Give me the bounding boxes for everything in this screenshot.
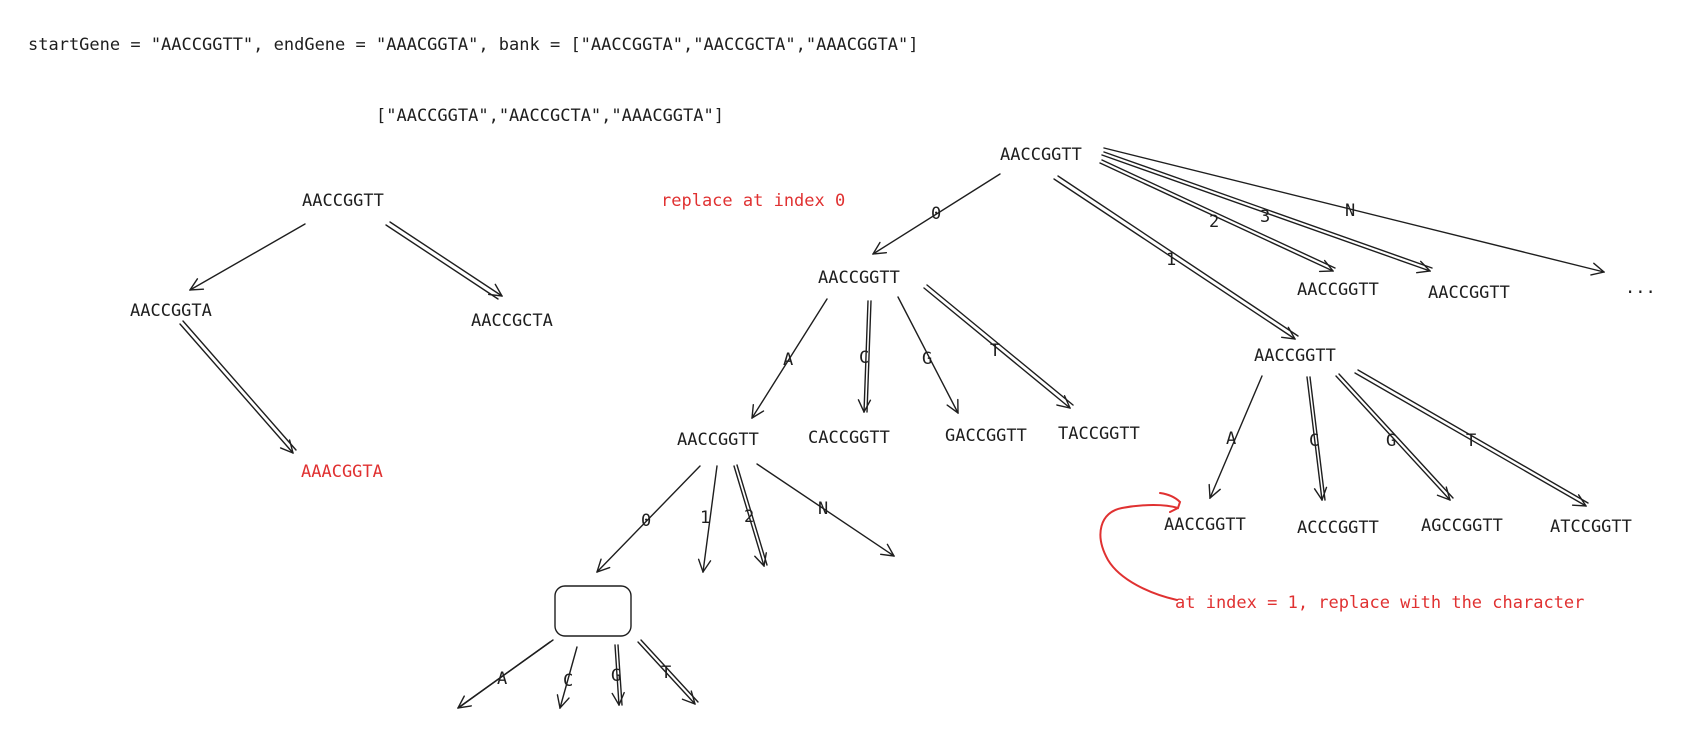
edge-index-1 (1053, 178, 1295, 339)
index-3-node: AACCGGTT (1428, 283, 1510, 303)
index-2-node: AACCGGTT (1297, 280, 1379, 300)
replace-note: replace at index 0 (661, 191, 845, 211)
box-edge-g-double (617, 644, 623, 706)
index-1-node: AACCGGTT (1254, 346, 1336, 366)
idx0-edge-t (923, 287, 1070, 408)
box-label-g: G (611, 666, 621, 686)
idx1-edge-c-double (1309, 376, 1326, 501)
idx0-label-g: G (922, 349, 932, 369)
idx0-child-t-node: TACCGGTT (1058, 424, 1140, 444)
idx1-child-t-node: ATCCGGTT (1550, 517, 1632, 537)
deep-label-1: 1 (700, 508, 710, 528)
idx1-edge-g (1335, 375, 1450, 500)
left-tree: AACCGGTT AACCGGTA AACCGCTA AAACGGTA (130, 191, 553, 482)
box-edge-t-double (640, 639, 699, 703)
left-edge-to-goal-double (182, 320, 297, 451)
problem-statement: startGene = "AACCGGTT", endGene = "AAACG… (28, 35, 918, 55)
box-edge-c (560, 646, 578, 708)
idx1-edge-g-double (1338, 373, 1454, 499)
empty-node-box (554, 585, 632, 637)
index-note: at index = 1, replace with the character (1175, 593, 1584, 613)
idx1-child-a-node: AACCGGTT (1164, 515, 1246, 535)
box-label-c: C (563, 671, 573, 691)
deep-edge-0 (597, 465, 701, 572)
deep-edge-2 (733, 465, 764, 566)
edge-index-3 (1101, 154, 1430, 271)
left-edge-to-goal (179, 323, 293, 453)
left-edge-to-child-a (190, 223, 306, 290)
index-0-node: AACCGGTT (818, 268, 900, 288)
left-edge-to-child-b (389, 221, 502, 296)
deep-label-n: N (818, 499, 828, 519)
deep-edge-n (756, 463, 894, 556)
edge-index-2 (1099, 162, 1333, 271)
edge-index-1-double (1057, 175, 1299, 337)
idx0-edge-c (864, 300, 868, 412)
box-edge-a-double (460, 639, 554, 707)
deep-edge-1 (703, 465, 718, 572)
edge-label-0: 0 (931, 204, 941, 224)
right-tree: AACCGGTT 0 1 2 3 N AACCGGTT AACCGGTT ...… (458, 145, 1656, 708)
box-label-a: A (497, 669, 507, 689)
box-label-t: T (661, 663, 671, 683)
idx1-edge-t (1354, 372, 1586, 506)
idx1-label-t: T (1466, 431, 1476, 451)
idx0-child-c-node: CACCGGTT (808, 428, 890, 448)
right-root-node: AACCGGTT (1000, 145, 1082, 165)
idx0-edge-a (752, 298, 828, 418)
left-edge-to-child-b-double (385, 224, 499, 300)
idx0-edge-g (897, 296, 958, 413)
edge-label-2: 2 (1209, 212, 1219, 232)
idx0-label-a: A (783, 350, 793, 370)
edge-index-2-double (1101, 159, 1336, 269)
idx0-child-a-node: AACCGGTT (677, 430, 759, 450)
idx1-edge-a (1210, 375, 1263, 498)
idx0-edge-t-double (926, 284, 1074, 406)
idx1-edge-c (1306, 376, 1322, 500)
index-note-curve-arrow (1099, 492, 1182, 601)
edge-label-3: 3 (1260, 207, 1270, 227)
edge-label-1: 1 (1166, 250, 1176, 270)
box-edge-t (637, 641, 695, 704)
idx1-edge-t-double (1357, 369, 1589, 504)
idx1-label-g: G (1386, 431, 1396, 451)
box-edge-g (615, 644, 619, 705)
left-root-node: AACCGGTT (302, 191, 384, 211)
idx0-label-t: T (990, 341, 1000, 361)
deep-label-2: 2 (744, 507, 754, 527)
idx0-edge-c-double (866, 300, 872, 413)
idx1-child-c-node: ACCCGGTT (1297, 518, 1379, 538)
edge-index-3-double (1103, 151, 1433, 269)
idx1-label-c: C (1309, 431, 1319, 451)
left-child-node-a: AACCGGTA (130, 301, 212, 321)
idx0-label-c: C (859, 348, 869, 368)
deep-label-0: 0 (641, 511, 651, 531)
deep-edge-2-double (736, 464, 768, 566)
idx0-child-g-node: GACCGGTT (945, 426, 1027, 446)
idx1-label-a: A (1226, 429, 1236, 449)
left-child-node-b: AACCGCTA (471, 311, 553, 331)
goal-node: AAACGGTA (301, 462, 383, 482)
edge-index-0 (873, 173, 1001, 254)
edge-index-n (1103, 147, 1604, 272)
idx1-child-g-node: AGCCGGTT (1421, 516, 1503, 536)
ellipsis: ... (1625, 278, 1656, 298)
edge-label-n: N (1345, 201, 1355, 221)
bank-label: ["AACCGGTA","AACCGCTA","AAACGGTA"] (376, 106, 724, 126)
